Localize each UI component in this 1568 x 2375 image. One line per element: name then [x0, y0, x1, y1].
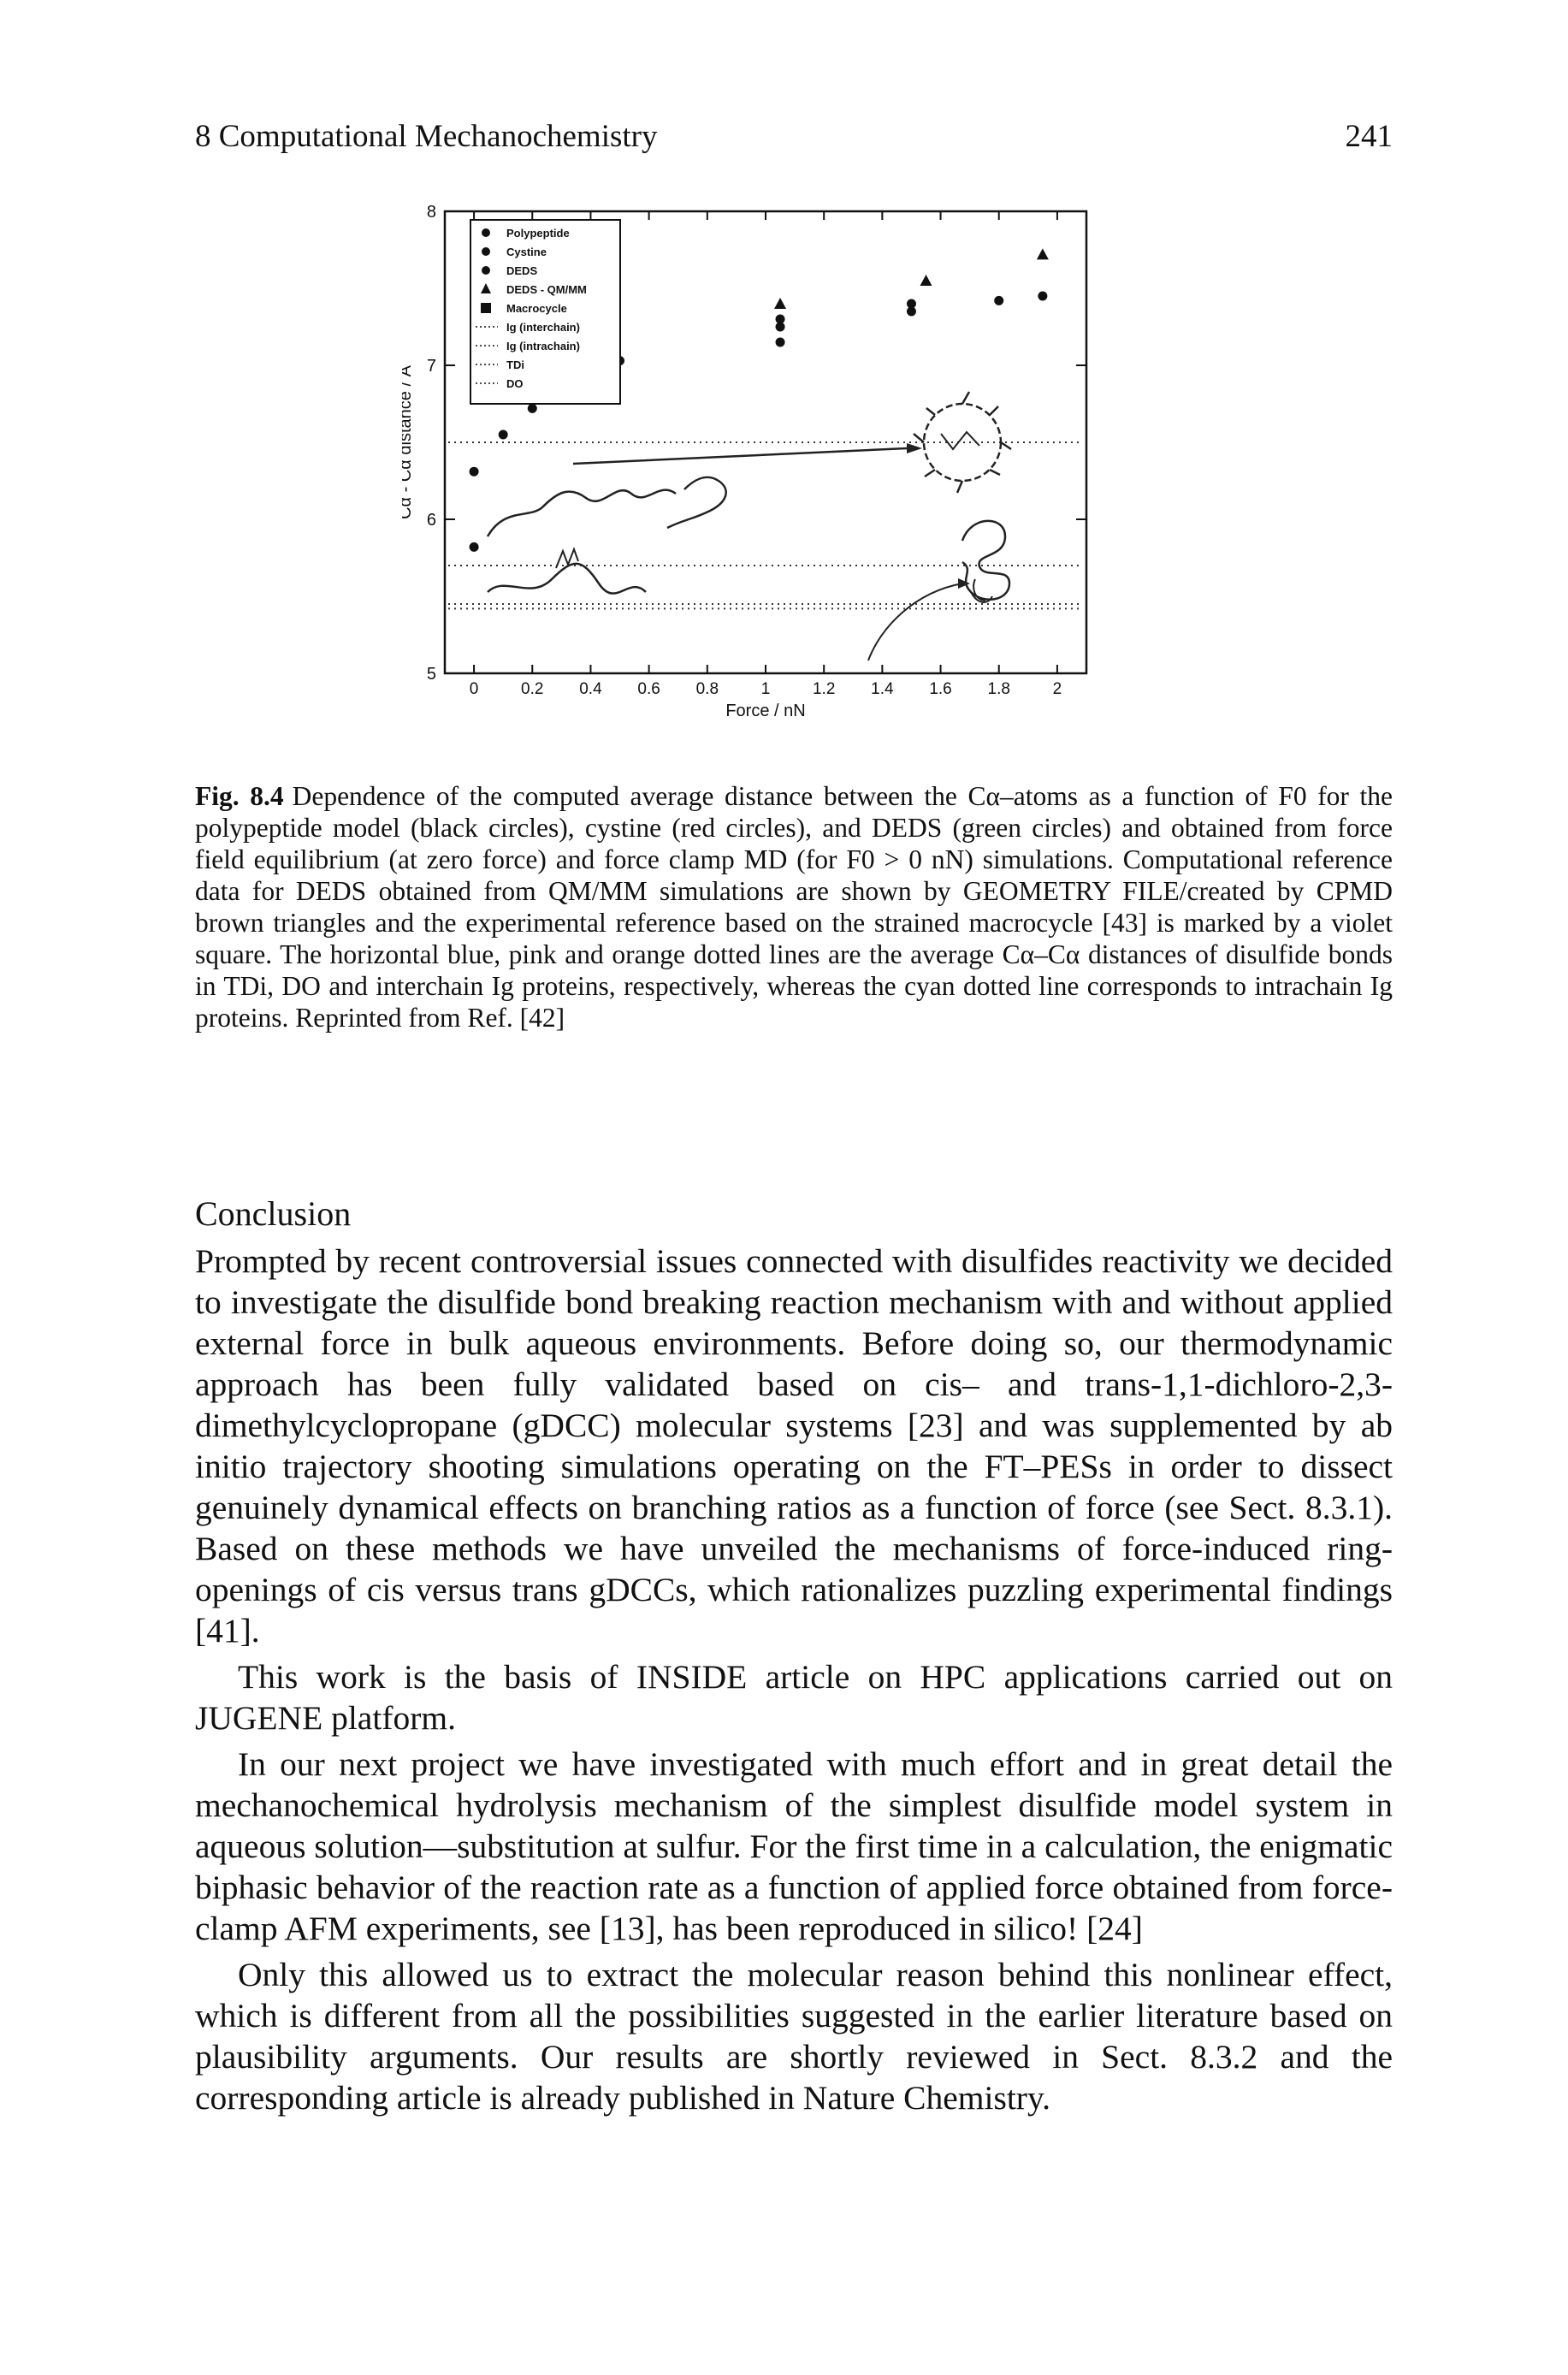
legend-label: Macrocycle: [506, 302, 567, 315]
x-tick-label: 1.6: [929, 680, 951, 698]
polypeptide-point: [775, 337, 785, 347]
deds-point: [1038, 291, 1048, 301]
x-tick-label: 0.4: [579, 680, 602, 698]
polypeptide-point: [527, 403, 537, 413]
legend-label: DO: [506, 377, 524, 390]
body-text: Prompted by recent controversial issues …: [195, 1241, 1393, 2123]
legend-marker: [481, 283, 491, 293]
arrow-to-protein: [867, 583, 963, 661]
page-number: 241: [1345, 119, 1393, 154]
polypeptide-point: [906, 306, 916, 317]
cystine-point: [775, 322, 785, 332]
deds-qm-mm-point: [1036, 248, 1049, 260]
legend-label: Polypeptide: [506, 227, 570, 240]
paragraph: Prompted by recent controversial issues …: [195, 1242, 1393, 1649]
legend-label: Ig (intrachain): [506, 340, 580, 352]
x-tick-label: 0.8: [696, 680, 719, 698]
x-tick-label: 1.4: [871, 680, 894, 698]
arrow-head-icon: [907, 443, 922, 453]
legend-label: DEDS - QM/MM: [506, 283, 587, 296]
y-tick-label: 7: [427, 357, 436, 376]
caption-text: Dependence of the computed average dista…: [195, 781, 1393, 1033]
legend-marker: [482, 228, 490, 237]
paragraph: Only this allowed us to extract the mole…: [195, 1956, 1393, 2117]
polypeptide-chain-icon: [666, 476, 727, 530]
arrow-to-macrocycle: [572, 447, 908, 465]
legend-marker: [481, 303, 491, 313]
paragraph: This work is the basis of INSIDE article…: [195, 1658, 1393, 1737]
section-heading: Conclusion: [195, 1194, 352, 1233]
polypeptide-chain-icon: [487, 562, 647, 595]
polypeptide-point: [469, 542, 479, 552]
macrocycle-ring-icon: [913, 391, 1012, 494]
polypeptide-point: [994, 295, 1004, 305]
running-title: 8 Computational Mechanochemistry: [195, 119, 658, 154]
y-axis-label: Cα - Cα distance / Å: [402, 364, 415, 519]
x-tick-label: 0.2: [521, 680, 543, 698]
polypeptide-point: [775, 314, 785, 324]
figure-label: Fig. 8.4: [195, 781, 284, 811]
inset-illustrations: [486, 391, 1012, 661]
x-tick-label: 2: [1053, 680, 1062, 698]
x-tick-label: 1.2: [813, 680, 835, 698]
legend-label: Cystine: [506, 246, 547, 258]
legend-box: [470, 219, 621, 405]
arrow-head-icon: [958, 578, 970, 589]
polypeptide-chain-icon: [486, 489, 677, 537]
legend-label: TDi: [506, 358, 524, 371]
cystine-point: [906, 299, 916, 309]
y-tick-label: 8: [427, 203, 436, 222]
x-tick-label: 0.6: [637, 680, 660, 698]
x-tick-label: 0: [470, 680, 479, 698]
deds-qm-mm-point: [774, 298, 787, 309]
polypeptide-point: [498, 429, 508, 440]
deds-qm-mm-point: [920, 275, 932, 286]
polypeptide-chain-icon: [555, 547, 579, 569]
legend-label: DEDS: [506, 264, 537, 277]
x-tick-label: 1.8: [988, 680, 1010, 698]
y-tick-label: 6: [427, 511, 436, 530]
polypeptide-point: [469, 466, 479, 477]
y-tick-label: 5: [427, 665, 436, 684]
legend-label: Ig (interchain): [506, 321, 580, 334]
protein-loop-icon: [961, 519, 1011, 603]
legend-marker: [482, 247, 490, 256]
paragraph: In our next project we have investigated…: [195, 1745, 1393, 1947]
legend-marker: [482, 266, 490, 275]
page-header: 8 Computational Mechanochemistry 241: [195, 118, 1393, 169]
x-axis-label: Force / nN: [725, 702, 805, 720]
x-tick-label: 1: [761, 680, 771, 698]
reference-lines-layer: [448, 441, 1083, 610]
